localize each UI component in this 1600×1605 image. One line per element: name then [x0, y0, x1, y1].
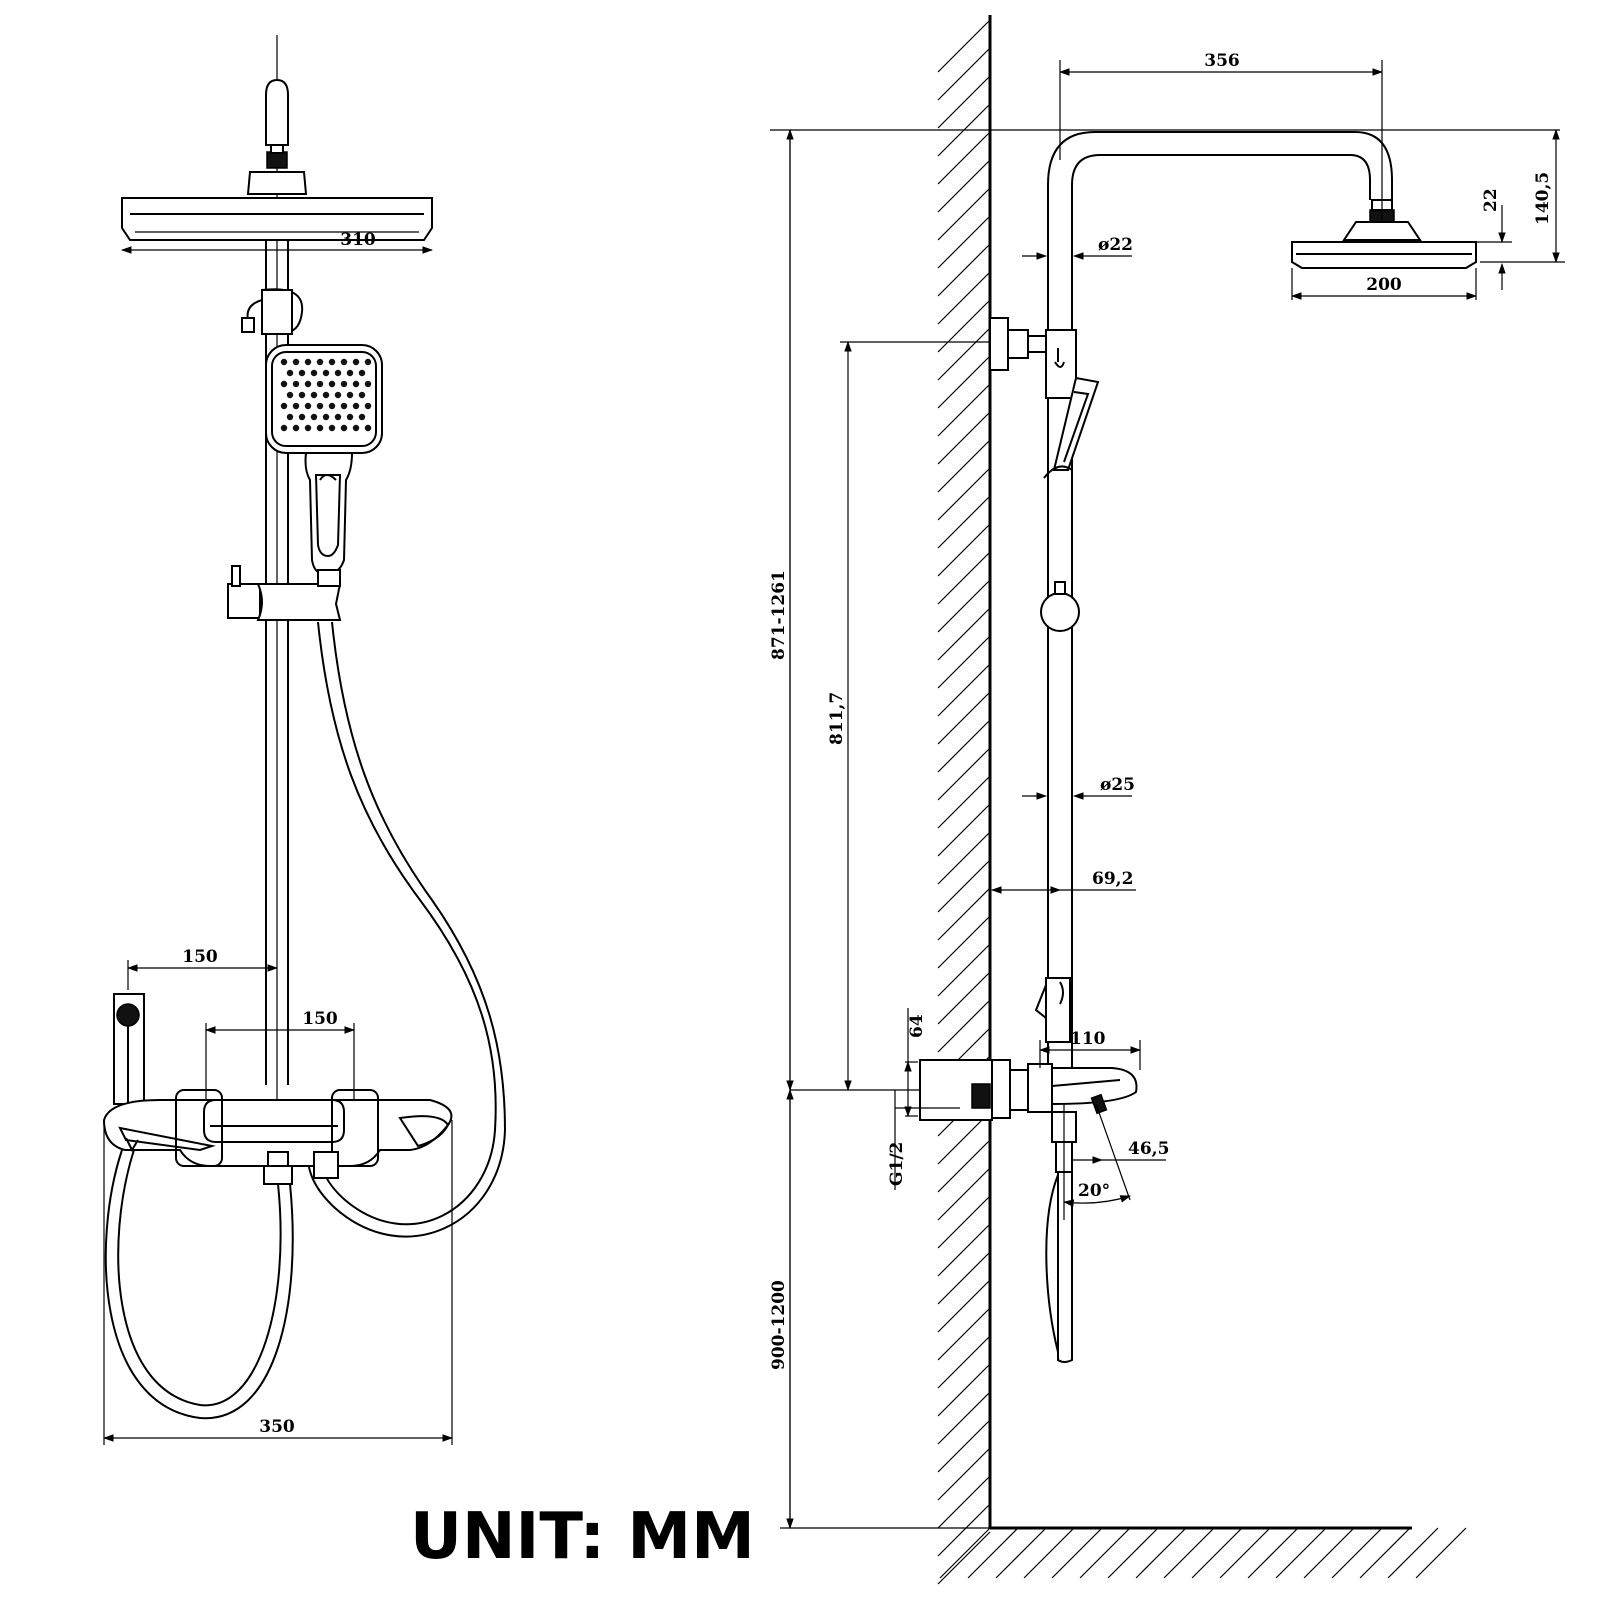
- upper-bracket-body: [261, 289, 293, 335]
- shower-arm-inner: [1071, 154, 1371, 200]
- slider-holder: [256, 583, 342, 621]
- dim-arc-spout-angle: [1062, 1195, 1132, 1207]
- hose-outer: [317, 621, 497, 1226]
- dim-pipe-wall-offset: 69,2: [1092, 869, 1133, 889]
- dim-head-diameter: 200: [1366, 275, 1402, 295]
- dim-upper-pipe-diameter: ø22: [1098, 235, 1133, 255]
- slider-knob-block: [227, 583, 261, 619]
- spout-aerator: [1090, 1093, 1108, 1115]
- floor-hatching: [939, 1527, 1467, 1579]
- dim-spout-length: 110: [1070, 1029, 1106, 1049]
- dim-head-thickness: 22: [1481, 188, 1501, 212]
- mixer-outlet: [267, 1151, 289, 1167]
- inlet-thread-block: [971, 1083, 991, 1109]
- lower-hose: [117, 1149, 282, 1407]
- dim-lower-pipe-diameter: ø25: [1100, 775, 1135, 795]
- side-mixer-column: [1045, 977, 1071, 1043]
- dim-overall-width: 350: [259, 1417, 295, 1437]
- arm-cap: [265, 78, 289, 146]
- dim-spout-angle: 20°: [1078, 1181, 1110, 1201]
- dim-floor-height: 900-1200: [769, 1280, 789, 1370]
- rain-showerhead: [121, 197, 433, 241]
- side-spout: [1051, 1067, 1138, 1106]
- dim-inlet-thread: G1/2: [887, 1142, 907, 1186]
- dim-showerhead-width: 310: [340, 230, 376, 250]
- mixer-outlet-nut: [263, 1165, 293, 1185]
- dim-valve-spacing: 150: [302, 1009, 338, 1029]
- dim-height-range: 871-1261: [769, 570, 789, 660]
- dim-inlet-height: 64: [907, 1014, 927, 1038]
- side-hand-shower: [1052, 376, 1100, 471]
- hand-shower-nozzles: [280, 358, 372, 432]
- swivel-nut: [266, 151, 288, 169]
- dim-head-drop: 140,5: [1533, 172, 1553, 225]
- slider-pin: [231, 565, 241, 587]
- bracket-knob: [241, 317, 255, 333]
- front-view: 310 150 150: [102, 35, 507, 1445]
- unit-label: UNIT: MM: [410, 1500, 755, 1574]
- holder-cup: [317, 569, 341, 587]
- side-head-mount: [1342, 221, 1422, 241]
- head-mount: [246, 171, 308, 195]
- side-hose: [1057, 1171, 1073, 1363]
- mixer-display: [203, 1099, 345, 1143]
- dim-spout-offset: 46,5: [1128, 1139, 1169, 1159]
- side-slider-knob: [1040, 592, 1080, 632]
- side-view: 871-1261 900-1200 811,7 356 140,5: [769, 15, 1565, 1585]
- dim-bracket-height: 811,7: [827, 692, 847, 745]
- wall-bracket-clamp: [1045, 329, 1077, 399]
- wall-hatching: [937, 19, 991, 1585]
- hose-connector: [313, 1151, 339, 1179]
- wall-bracket-plate: [989, 317, 1009, 371]
- arm-neck: [270, 144, 284, 154]
- shower-arm-outer: [1047, 131, 1393, 200]
- dim-arm-reach: 356: [1204, 51, 1240, 71]
- sprayer-button: [116, 1003, 140, 1027]
- mixer-valve: [1027, 1063, 1053, 1113]
- dim-mixer-offset: 150: [182, 947, 218, 967]
